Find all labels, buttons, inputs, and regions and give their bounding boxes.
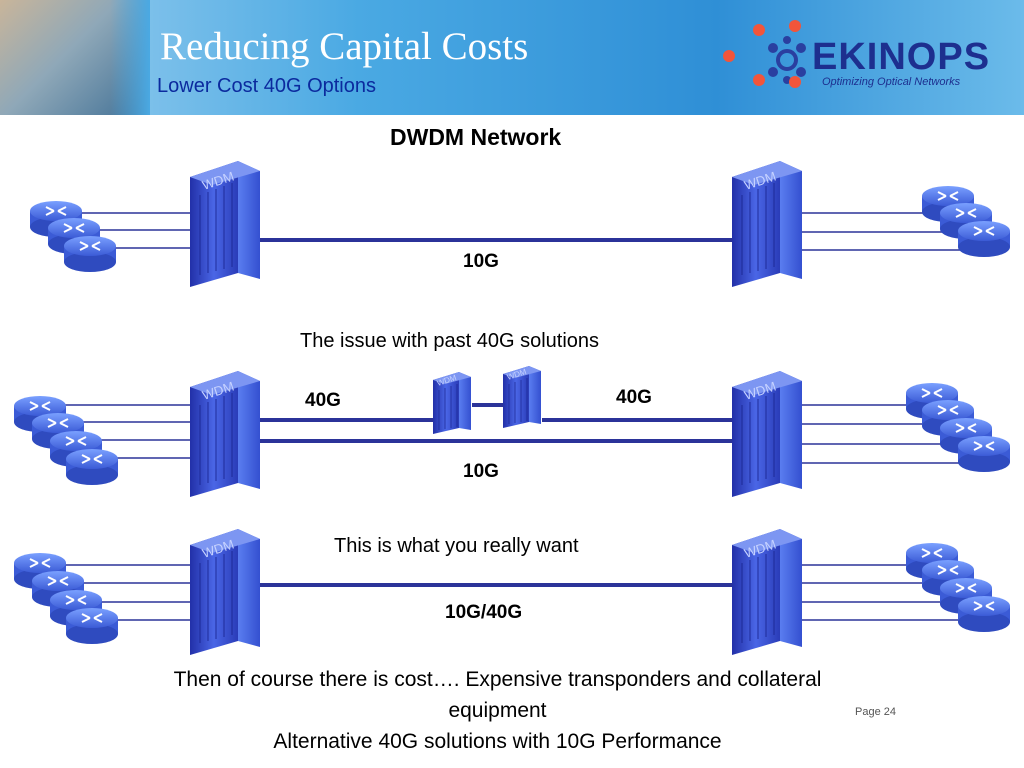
diagram-heading: DWDM Network [390, 124, 562, 150]
router-icon [957, 220, 1011, 258]
router-icon [957, 435, 1011, 473]
row1-link-label: 10G [463, 251, 499, 272]
router-icon [63, 235, 117, 273]
router-icon [65, 448, 119, 486]
slide-subtitle: Lower Cost 40G Options [157, 75, 376, 97]
row2-40g-label-right: 40G [616, 387, 652, 408]
row2-link-label: 10G [463, 461, 499, 482]
header-photo [0, 0, 150, 115]
footer-line-3: Alternative 40G solutions with 10G Perfo… [273, 730, 722, 753]
slide-header: Reducing Capital Costs Lower Cost 40G Op… [0, 0, 1024, 115]
row2-client-links [45, 404, 980, 464]
page-number: Page 24 [855, 706, 896, 718]
router-icon [65, 607, 119, 645]
row2-40g-label-left: 40G [305, 390, 341, 411]
row3-caption: This is what you really want [334, 535, 579, 557]
logo-wordmark: EKINOPS [812, 36, 991, 78]
logo-mark-icon [723, 20, 806, 88]
row3-link-label: 10G/40G [445, 602, 523, 623]
row2-caption: The issue with past 40G solutions [300, 330, 600, 352]
router-icon [957, 595, 1011, 633]
logo-tagline: Optimizing Optical Networks [822, 76, 961, 88]
footer-line-2: equipment [448, 699, 547, 722]
slide-title: Reducing Capital Costs [160, 25, 529, 68]
ekinops-logo [715, 12, 1015, 102]
footer-line-1: Then of course there is cost…. Expensive… [173, 668, 822, 691]
